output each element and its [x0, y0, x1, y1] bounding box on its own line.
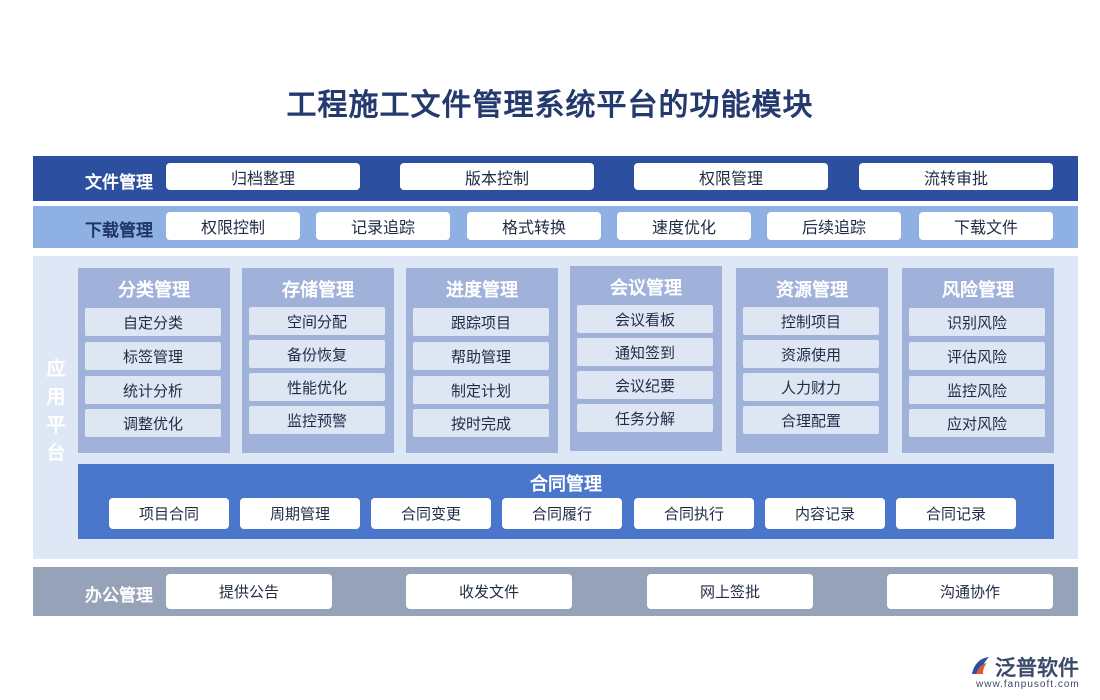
contract-item: 合同履行: [502, 498, 622, 529]
module-classification: 分类管理 自定分类 标签管理 统计分析 调整优化: [78, 268, 230, 453]
module-item: 合理配置: [743, 406, 879, 434]
brand-logo: 泛普软件 www.fanpusoft.com: [968, 652, 1096, 694]
module-item: 标签管理: [85, 342, 221, 370]
module-item: 备份恢复: [249, 340, 385, 368]
application-platform-band: 应用平台 分类管理 自定分类 标签管理 统计分析 调整优化 存储管理 空间分配 …: [33, 256, 1078, 559]
contract-item: 项目合同: [109, 498, 229, 529]
module-item: 任务分解: [577, 404, 713, 432]
module-item: 制定计划: [413, 376, 549, 404]
brand-url: www.fanpusoft.com: [976, 679, 1080, 690]
download-item: 权限控制: [166, 212, 300, 240]
module-item: 监控预警: [249, 406, 385, 434]
application-platform-label: 应用平台: [46, 359, 66, 464]
module-risk: 风险管理 识别风险 评估风险 监控风险 应对风险: [902, 268, 1054, 453]
module-progress: 进度管理 跟踪项目 帮助管理 制定计划 按时完成: [406, 268, 558, 453]
download-item: 速度优化: [617, 212, 751, 240]
module-meeting: 会议管理 会议看板 通知签到 会议纪要 任务分解: [570, 266, 722, 451]
office-item: 提供公告: [166, 574, 332, 609]
download-item: 格式转换: [467, 212, 601, 240]
file-management-band: 文件管理 归档整理 版本控制 权限管理 流转审批: [33, 156, 1078, 201]
module-item: 监控风险: [909, 376, 1045, 404]
download-management-band: 下载管理 权限控制 记录追踪 格式转换 速度优化 后续追踪 下载文件: [33, 206, 1078, 248]
module-item: 按时完成: [413, 409, 549, 437]
module-item: 空间分配: [249, 307, 385, 335]
module-item: 帮助管理: [413, 342, 549, 370]
contract-item: 合同变更: [371, 498, 491, 529]
office-item: 网上签批: [647, 574, 813, 609]
file-item: 版本控制: [400, 163, 594, 190]
module-title: 分类管理: [118, 280, 190, 300]
file-item: 流转审批: [859, 163, 1053, 190]
contract-management-title: 合同管理: [530, 474, 602, 494]
module-item: 评估风险: [909, 342, 1045, 370]
office-management-label: 办公管理: [85, 586, 153, 605]
module-storage: 存储管理 空间分配 备份恢复 性能优化 监控预警: [242, 268, 394, 453]
module-item: 资源使用: [743, 340, 879, 368]
module-item: 会议纪要: [577, 371, 713, 399]
contract-item: 周期管理: [240, 498, 360, 529]
fanpu-logo-icon: [972, 657, 989, 674]
brand-name: 泛普软件: [995, 657, 1079, 680]
contract-management: 合同管理 项目合同 周期管理 合同变更 合同履行 合同执行 内容记录 合同记录: [78, 464, 1054, 539]
module-title: 风险管理: [942, 280, 1014, 300]
module-item: 控制项目: [743, 307, 879, 335]
download-item: 记录追踪: [316, 212, 450, 240]
file-item: 权限管理: [634, 163, 828, 190]
module-item: 自定分类: [85, 308, 221, 336]
module-title: 会议管理: [610, 278, 682, 298]
download-management-label: 下载管理: [85, 221, 153, 240]
office-item: 收发文件: [406, 574, 572, 609]
module-title: 进度管理: [446, 280, 518, 300]
diagram-title: 工程施工文件管理系统平台的功能模块: [286, 89, 814, 122]
office-management-band: 办公管理 提供公告 收发文件 网上签批 沟通协作: [33, 567, 1078, 616]
contract-item: 合同记录: [896, 498, 1016, 529]
module-item: 人力财力: [743, 373, 879, 401]
module-resource: 资源管理 控制项目 资源使用 人力财力 合理配置: [736, 268, 888, 453]
module-item: 通知签到: [577, 338, 713, 366]
module-title: 资源管理: [776, 280, 848, 300]
office-item: 沟通协作: [887, 574, 1053, 609]
file-item: 归档整理: [166, 163, 360, 190]
contract-item: 合同执行: [634, 498, 754, 529]
module-item: 应对风险: [909, 409, 1045, 437]
contract-item: 内容记录: [765, 498, 885, 529]
module-item: 会议看板: [577, 305, 713, 333]
download-item: 下载文件: [919, 212, 1053, 240]
module-item: 性能优化: [249, 373, 385, 401]
module-item: 统计分析: [85, 376, 221, 404]
module-item: 识别风险: [909, 308, 1045, 336]
download-item: 后续追踪: [767, 212, 901, 240]
file-management-label: 文件管理: [85, 173, 153, 192]
module-item: 跟踪项目: [413, 308, 549, 336]
module-title: 存储管理: [282, 280, 354, 300]
module-item: 调整优化: [85, 409, 221, 437]
